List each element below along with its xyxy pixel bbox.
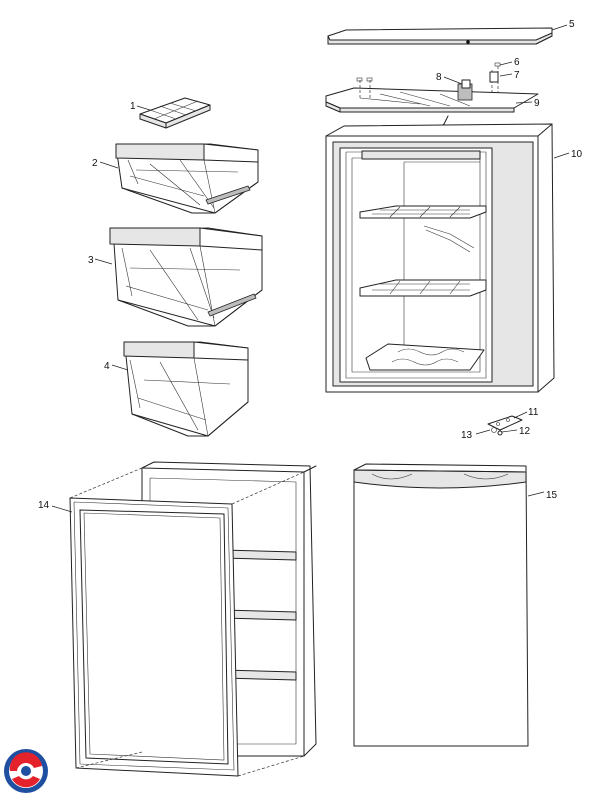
part-label-8: 8 [436,72,442,83]
part-drawer-middle [94,227,263,327]
part-label-12: 12 [519,426,531,437]
part-control-assembly [325,61,539,129]
part-label-1: 1 [130,101,136,112]
part-ice-tray [136,97,211,129]
part-label-15: 15 [546,490,558,501]
part-label-10: 10 [571,149,583,160]
part-label-4: 4 [104,361,110,372]
part-door-gasket [51,461,317,777]
part-hinge [475,411,528,436]
part-cabinet [325,123,570,393]
part-label-7: 7 [514,70,520,81]
part-door [353,463,545,747]
part-label-3: 3 [88,255,94,266]
part-label-14: 14 [38,500,50,511]
part-drawer-top [99,143,259,214]
part-drawer-bottom [111,341,249,437]
part-top-cover [327,24,568,45]
part-label-11: 11 [528,407,539,418]
part-label-5: 5 [569,19,575,30]
part-label-13: 13 [461,430,473,441]
part-label-2: 2 [92,158,98,169]
part-label-6: 6 [514,57,520,68]
brand-logo [4,749,48,793]
part-label-9: 9 [534,98,540,109]
